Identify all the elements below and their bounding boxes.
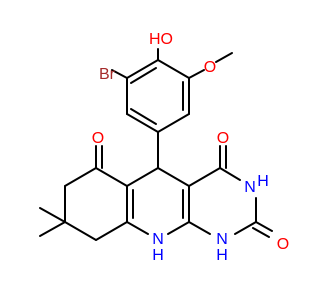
carbonyl-right-oxygen-label: O [277,236,289,253]
bromo-label: Br [99,66,116,83]
bond-c2-n1 [234,221,257,235]
bond-methyl-2 [39,221,66,237]
methoxy-oxygen-label: O [204,59,216,76]
ketone-oxygen-label: O [92,130,104,147]
bond-layer [39,48,273,241]
bond-c-ome [188,69,205,79]
hydroxyl-label: HO [149,31,173,48]
bond-c4a-c4 [188,167,221,187]
bond-c2-o [255,221,273,232]
ring-nh-n-label: N [152,231,164,248]
amide-nh-n-label: N [216,231,228,248]
bond-aromatic-inner [130,67,157,84]
ring-nh-h-label: H [152,247,164,264]
molecule-svg: HO Br O O O H N O N H N H [39,31,289,264]
bond-c2-o-double [252,227,270,238]
bond-n1-c10a [188,221,211,235]
bond-c4-n3 [219,167,241,181]
bond-c9a-nh [126,221,149,235]
bond-ch-c4a [157,167,190,187]
bond-o-methyl [215,52,233,63]
imide-nh-h-label: H [257,173,269,190]
bond-aromatic-inner [130,108,157,125]
amide-nh-h-label: H [216,247,228,264]
bond-nh-c10a [167,221,190,235]
bond-aromatic [157,113,190,133]
bond-methyl-1 [39,207,66,223]
bond-co-ch2 [64,167,97,187]
bond-ch2-c9a [95,221,128,241]
bond-aromatic [126,59,159,79]
bond-aromatic [157,59,190,79]
atom-label-layer: HO Br O O O H N O N H N H [92,31,289,264]
molecule-structure-diagram: HO Br O O O H N O N H N H [39,31,289,264]
carbonyl-top-oxygen-label: O [217,130,229,147]
bond-c-br [111,69,128,79]
bond-aromatic [126,113,159,133]
bond-cme2-ch2 [64,221,97,241]
imide-n-label: N [244,179,256,196]
bond-c5a-co [95,167,128,187]
bond-ch-c5a [126,167,159,187]
